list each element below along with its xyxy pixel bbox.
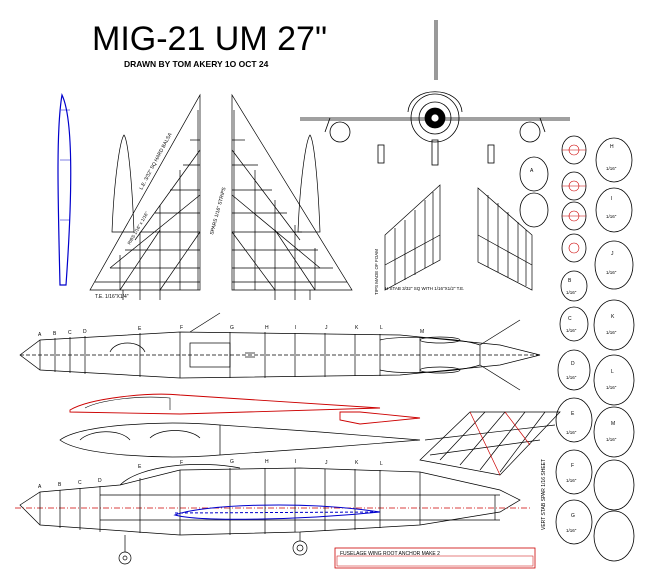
te-note: T.E. 1/16"X1/4": [95, 294, 129, 300]
svg-text:K: K: [611, 314, 615, 320]
svg-text:H: H: [265, 459, 269, 465]
vertical-fin-outline: [339, 411, 421, 425]
station-letters-side: A B C D E F G H I J K L: [38, 459, 383, 490]
plan-subtitle: DRAWN BY TOM AKERY 1O OCT 24: [124, 59, 269, 69]
svg-text:I: I: [295, 325, 296, 331]
formers-col-1: [519, 135, 593, 545]
svg-text:1/16": 1/16": [606, 166, 617, 171]
svg-text:A: A: [530, 168, 534, 174]
svg-text:D: D: [83, 329, 87, 335]
svg-text:B: B: [58, 482, 62, 488]
svg-text:B: B: [568, 278, 572, 284]
svg-text:L: L: [611, 369, 614, 375]
formers-col-2: [593, 137, 635, 562]
wing-root-section: [173, 504, 381, 520]
svg-text:1/16": 1/16": [606, 385, 617, 390]
svg-text:1/16": 1/16": [566, 528, 577, 533]
canopy-outline: [69, 393, 381, 415]
svg-text:K: K: [355, 460, 359, 466]
svg-text:L: L: [380, 325, 383, 331]
svg-text:C: C: [568, 316, 572, 322]
svg-text:I: I: [611, 196, 612, 202]
fuselage-top-view: [19, 312, 541, 391]
svg-text:1/16": 1/16": [606, 270, 617, 275]
svg-text:M: M: [420, 329, 424, 335]
svg-text:K: K: [355, 325, 359, 331]
svg-text:A: A: [38, 332, 42, 338]
svg-text:1/16": 1/16": [606, 330, 617, 335]
svg-text:G: G: [571, 513, 575, 519]
svg-text:L: L: [380, 461, 383, 467]
svg-text:C: C: [78, 480, 82, 486]
svg-text:M: M: [611, 421, 615, 427]
svg-text:D: D: [571, 361, 575, 367]
svg-text:E: E: [138, 326, 142, 332]
svg-text:G: G: [230, 325, 234, 331]
svg-text:E: E: [571, 411, 575, 417]
svg-text:E: E: [138, 464, 142, 470]
spars-note: SPARS 1/16" STRIPS: [209, 186, 228, 235]
left-wing-panel: [89, 93, 201, 300]
former-letters: H 1/16" I 1/16" J 1/16" K 1/16" L 1/16" …: [530, 144, 617, 533]
svg-text:C: C: [68, 330, 72, 336]
svg-text:1/16": 1/16": [566, 430, 577, 435]
anchor-part: FUSELAGE WING ROOT ANCHOR MAKE 2: [334, 547, 536, 569]
le-note: L.E. 3/32" SQ HARD BALSA: [138, 131, 173, 190]
svg-text:B: B: [53, 331, 57, 337]
svg-text:1/16": 1/16": [606, 437, 617, 442]
fuselage-side-view: [15, 464, 530, 565]
plan-title: MIG-21 UM 27": [92, 20, 327, 58]
ribs-note: RIBS 1/16" x 1/16": [127, 210, 150, 245]
svg-text:J: J: [325, 325, 328, 331]
svg-text:J: J: [611, 251, 614, 257]
svg-text:1/16": 1/16": [606, 214, 617, 219]
hstab-left: [384, 184, 441, 291]
anchor-note: FUSELAGE WING ROOT ANCHOR MAKE 2: [340, 551, 440, 557]
tips-note: TIPS MADE OF FOAM: [374, 249, 379, 295]
svg-text:G: G: [230, 459, 234, 465]
station-letters-top: A B C D E F G H I J K L M: [38, 325, 424, 338]
hstab-note: H STAB 3/32" SQ WITH 1/16"X1/2" T.E.: [385, 286, 464, 291]
svg-text:J: J: [325, 460, 328, 466]
formers-col-1-red: [562, 144, 586, 254]
vertical-stab: [419, 411, 561, 476]
svg-text:H: H: [610, 144, 614, 150]
svg-text:1/16": 1/16": [566, 328, 577, 333]
svg-text:F: F: [180, 325, 183, 331]
front-view: [300, 20, 570, 166]
svg-text:1/16": 1/16": [566, 478, 577, 483]
svg-text:I: I: [295, 459, 296, 465]
vstab-note: VERT STAB SPAR 1/16 SHEET: [541, 459, 547, 530]
right-wing-panel: [231, 93, 353, 300]
wing-tip-outline: [57, 93, 72, 286]
svg-text:F: F: [180, 460, 183, 466]
svg-text:A: A: [38, 484, 42, 490]
svg-text:1/16": 1/16": [566, 375, 577, 380]
svg-text:1/16": 1/16": [566, 290, 577, 295]
svg-text:H: H: [265, 325, 269, 331]
hstab-right: [477, 187, 533, 291]
side-profile-forward: [59, 422, 421, 458]
svg-text:F: F: [571, 463, 574, 469]
svg-text:D: D: [98, 478, 102, 484]
